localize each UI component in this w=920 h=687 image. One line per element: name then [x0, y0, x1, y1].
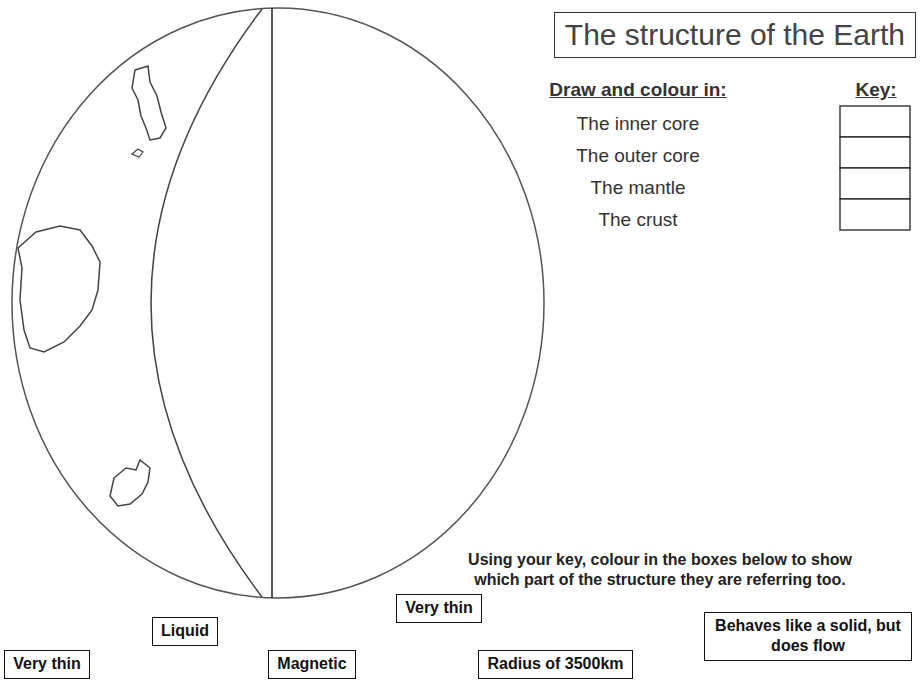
answer-box: Magnetic	[268, 650, 356, 679]
worksheet-title: The structure of the Earth	[554, 12, 916, 58]
instruction-text: Using your key, colour in the boxes belo…	[450, 550, 870, 590]
hemisphere-edge	[151, 9, 262, 597]
continent	[18, 226, 100, 352]
key-box	[840, 106, 910, 137]
cut-line	[271, 8, 273, 598]
key-boxes	[840, 106, 910, 230]
answer-text: Liquid	[160, 621, 210, 641]
continent	[110, 460, 150, 506]
answer-text: Radius of 3500km	[486, 654, 625, 674]
continent	[132, 66, 166, 140]
answer-box: Radius of 3500km	[478, 650, 633, 679]
layer-name: The inner core	[577, 112, 700, 136]
layer-name: The mantle	[590, 176, 685, 200]
answer-box: Very thin	[4, 650, 90, 679]
island	[132, 149, 143, 157]
answer-text: Magnetic	[276, 654, 348, 674]
key-box	[840, 168, 910, 199]
answer-box: Liquid	[152, 617, 218, 646]
answer-text: Behaves like a solid, but does flow	[712, 616, 904, 656]
answer-box: Behaves like a solid, but does flow	[704, 612, 912, 661]
answer-text: Very thin	[12, 654, 82, 674]
answer-text: Very thin	[404, 598, 474, 618]
layer-name: The crust	[598, 208, 677, 232]
earth-outline	[12, 8, 544, 598]
key-heading: Key:	[855, 78, 896, 102]
key-box	[840, 199, 910, 230]
answer-box: Very thin	[396, 594, 482, 623]
key-box	[840, 137, 910, 168]
layer-name: The outer core	[576, 144, 700, 168]
instruction-heading: Draw and colour in:	[549, 78, 726, 102]
